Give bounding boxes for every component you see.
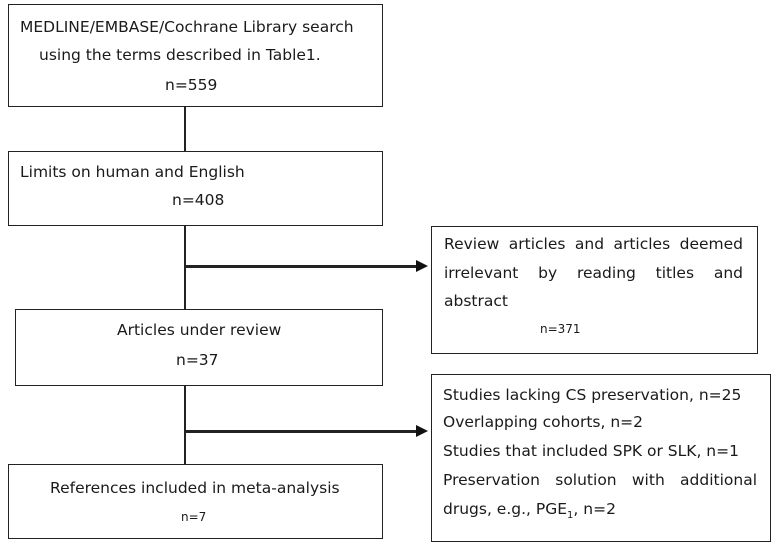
excluded-other-line-5-subscript: 1 bbox=[567, 510, 574, 522]
excluded-review-line-3: abstract bbox=[444, 292, 508, 310]
under-review-count: n=37 bbox=[176, 351, 219, 369]
search-line-2: using the terms described in Table1. bbox=[39, 46, 321, 64]
excluded-review-line-1: Review articles and articles deemed bbox=[444, 235, 743, 253]
limits-box: Limits on human and English n=408 bbox=[8, 151, 383, 226]
arrow-to-excluded-review-head bbox=[416, 260, 428, 272]
excluded-other-line-5: drugs, e.g., PGE1, n=2 bbox=[443, 499, 616, 526]
included-box: References included in meta-analysis n=7 bbox=[8, 464, 383, 539]
limits-count: n=408 bbox=[172, 191, 225, 209]
under-review-line-1: Articles under review bbox=[117, 321, 282, 339]
excluded-other-box: Studies lacking CS preservation, n=25 Ov… bbox=[431, 374, 771, 542]
included-count: n=7 bbox=[181, 510, 207, 524]
excluded-other-line-5-pre: drugs, e.g., PGE bbox=[443, 500, 568, 518]
search-line-1: MEDLINE/EMBASE/Cochrane Library search bbox=[20, 18, 354, 36]
search-box: MEDLINE/EMBASE/Cochrane Library search u… bbox=[8, 4, 383, 107]
excluded-other-line-4: Preservation solution with additional bbox=[443, 471, 757, 489]
limits-line-1: Limits on human and English bbox=[20, 163, 245, 181]
arrow-to-excluded-other-head bbox=[416, 425, 428, 437]
connector-search-limits bbox=[184, 106, 186, 152]
excluded-review-line-2: irrelevant by reading titles and bbox=[444, 264, 743, 282]
search-count: n=559 bbox=[165, 76, 218, 94]
included-line-1: References included in meta-analysis bbox=[50, 479, 340, 497]
excluded-review-count: n=371 bbox=[540, 322, 581, 336]
excluded-other-line-3: Studies that included SPK or SLK, n=1 bbox=[443, 442, 739, 460]
under-review-box: Articles under review n=37 bbox=[15, 309, 383, 386]
excluded-review-box: Review articles and articles deemed irre… bbox=[431, 226, 758, 354]
excluded-other-line-1: Studies lacking CS preservation, n=25 bbox=[443, 386, 742, 404]
connector-under-review-included bbox=[184, 385, 186, 464]
arrow-to-excluded-other-line bbox=[185, 430, 418, 433]
excluded-other-line-2: Overlapping cohorts, n=2 bbox=[443, 413, 644, 431]
arrow-to-excluded-review-line bbox=[185, 265, 418, 268]
excluded-other-line-5-post: , n=2 bbox=[573, 500, 616, 518]
